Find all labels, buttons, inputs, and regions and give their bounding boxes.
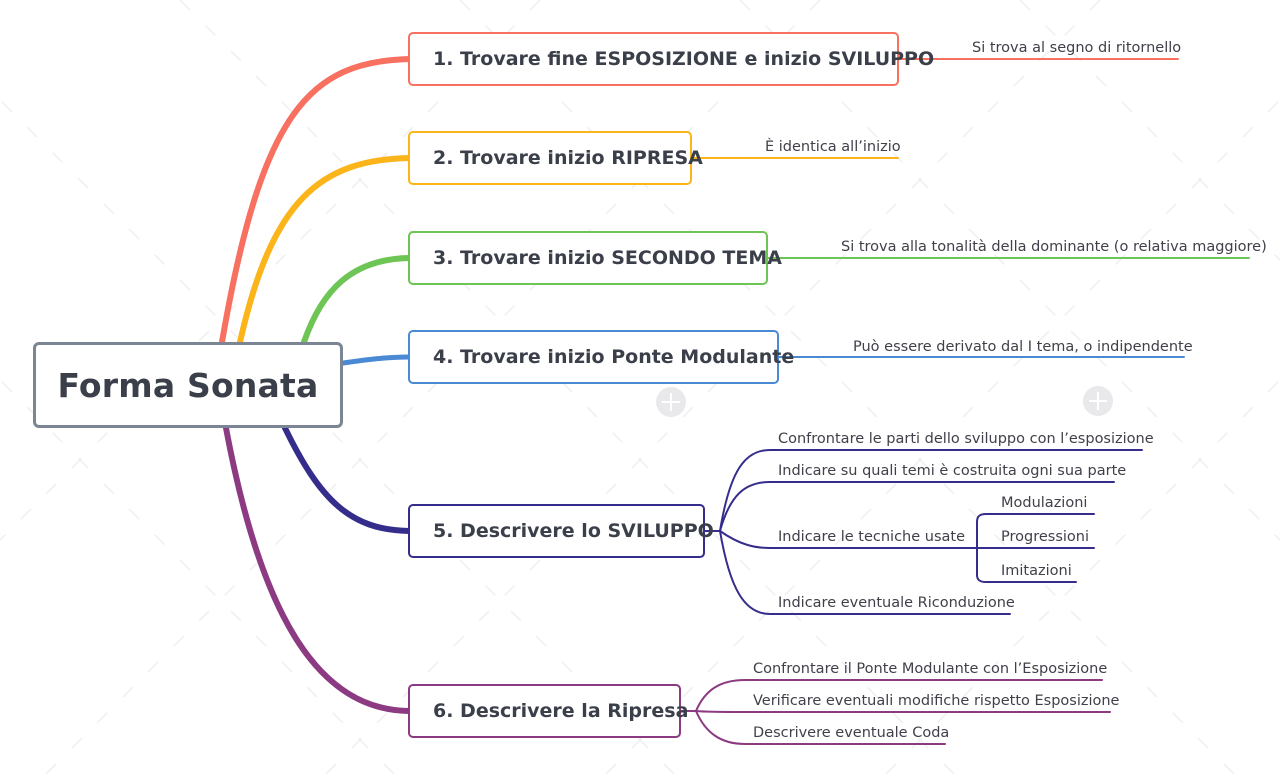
connector-branch-2 [237, 155, 412, 345]
subtopic-item[interactable]: Verificare eventuali modifiche rispetto … [753, 693, 1120, 709]
branch-topic-1[interactable]: 1. Trovare fine ESPOSIZIONE e inizio SVI… [408, 32, 934, 86]
subtopic-item[interactable]: Indicare eventuale Riconduzione [778, 595, 1015, 611]
branch-topic-label: 6. Descrivere la Ripresa [433, 700, 689, 722]
connector-branch-4 [340, 354, 412, 366]
root-topic-label: Forma Sonata [57, 365, 319, 405]
connector-leaf-5-4 [719, 530, 1011, 615]
connector-leaf-6-1 [695, 679, 1103, 712]
branch-topic-label: 4. Trovare inizio Ponte Modulante [433, 346, 795, 368]
connector-leaf-5-3 [719, 530, 975, 549]
subtopic-item[interactable]: Si trova alla tonalità della dominante (… [841, 239, 1267, 255]
subtopic-item[interactable]: Indicare su quali temi è costruita ogni … [778, 463, 1127, 479]
connector-branch-5 [282, 425, 412, 534]
branch-topic-3[interactable]: 3. Trovare inizio SECONDO TEMA [408, 231, 782, 285]
connector-leaf-5-1 [719, 449, 1143, 532]
connector-leaf-6-3 [695, 710, 946, 745]
technique-item[interactable]: Modulazioni [1001, 495, 1088, 511]
connector-branch-3 [301, 255, 412, 345]
subtopic-item[interactable]: Confrontare il Ponte Modulante con l’Esp… [753, 661, 1108, 677]
root-topic[interactable]: Forma Sonata [33, 342, 343, 428]
branch-topic-label: 5. Descrivere lo SVILUPPO [433, 520, 714, 542]
subtopic-item[interactable]: Si trova al segno di ritornello [972, 40, 1182, 56]
branch-topic-4[interactable]: 4. Trovare inizio Ponte Modulante [408, 330, 794, 384]
connector-tech-3 [976, 547, 1077, 583]
branch-topic-2[interactable]: 2. Trovare inizio RIPRESA [408, 131, 703, 185]
subtopic-item[interactable]: Confrontare le parti dello sviluppo con … [778, 431, 1154, 447]
subtopic-item[interactable]: Può essere derivato dal I tema, o indipe… [853, 339, 1193, 355]
technique-item[interactable]: Imitazioni [1001, 563, 1072, 579]
watermark-logo-icon [1083, 386, 1113, 416]
branch-topic-label: 2. Trovare inizio RIPRESA [433, 147, 703, 169]
connector-leaf-5-2 [719, 481, 1115, 532]
connector-branch-6 [223, 425, 412, 714]
branch-topic-5[interactable]: 5. Descrivere lo SVILUPPO [408, 504, 714, 558]
subtopic-item[interactable]: Indicare le tecniche usate [778, 529, 966, 545]
connector-branch-1 [219, 56, 412, 345]
branch-topic-label: 1. Trovare fine ESPOSIZIONE e inizio SVI… [433, 48, 935, 70]
subtopic-item[interactable]: Descrivere eventuale Coda [753, 725, 950, 741]
connector-leaf-6-2 [695, 710, 1111, 713]
connector-tech-1 [976, 513, 1095, 549]
technique-item[interactable]: Progressioni [1001, 529, 1089, 545]
watermark-logo-icon [656, 387, 686, 417]
subtopic-item[interactable]: È identica all’inizio [765, 139, 901, 155]
branch-topic-label: 3. Trovare inizio SECONDO TEMA [433, 247, 782, 269]
branch-topic-6[interactable]: 6. Descrivere la Ripresa [408, 684, 688, 738]
